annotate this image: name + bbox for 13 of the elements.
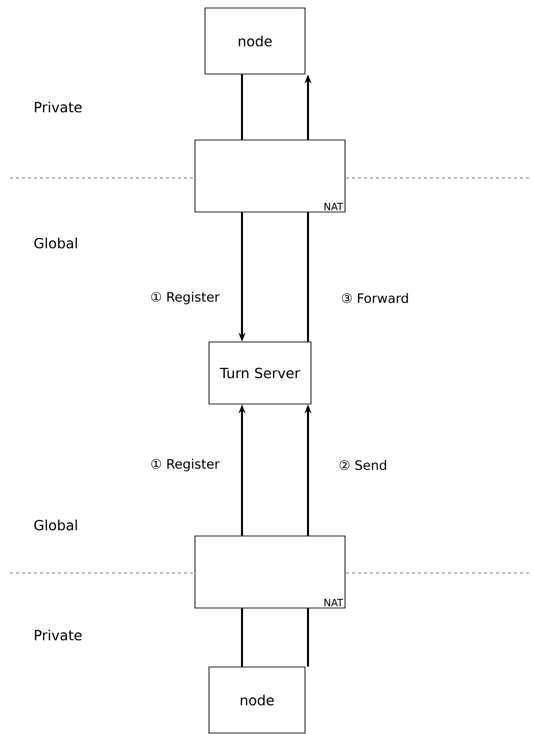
edge-label: ① Register xyxy=(151,292,220,304)
edge-label: ① Register xyxy=(151,458,220,472)
zone-label: Global xyxy=(34,520,77,530)
nat-box: NAT xyxy=(194,140,346,212)
zone-label: Private xyxy=(34,630,82,640)
edge-label: ③ Forward xyxy=(342,292,408,304)
process-box: node xyxy=(204,8,306,74)
zone-label: Private xyxy=(34,102,82,112)
zone-label: Global xyxy=(34,238,77,248)
process-box: Turn Server xyxy=(208,342,312,404)
process-box: node xyxy=(208,666,306,734)
nat-box: NAT xyxy=(194,536,346,608)
edge-label: ② Send xyxy=(340,460,386,470)
